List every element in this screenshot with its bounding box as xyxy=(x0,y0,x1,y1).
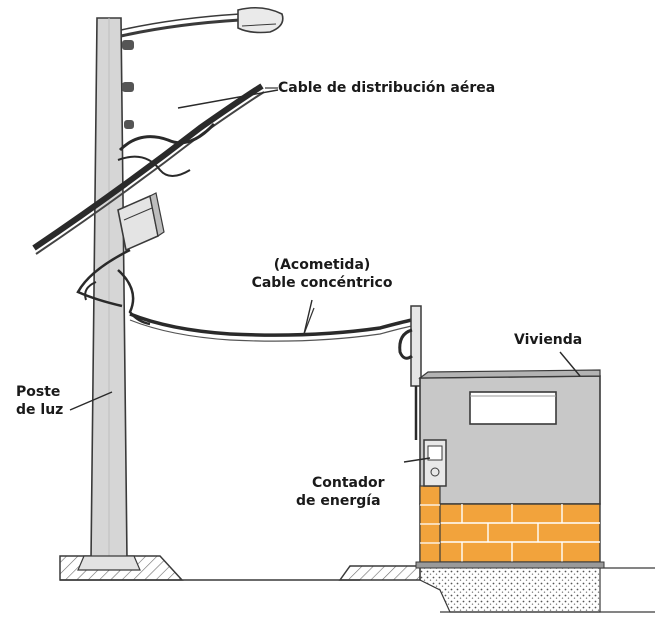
label-aerial-cable: Cable de distribución aérea xyxy=(278,80,496,96)
label-concentric-cable: Cable concéntrico xyxy=(251,275,393,291)
aerial-distribution-cable xyxy=(32,83,278,255)
cable-wrap xyxy=(76,248,151,326)
label-meter: Contador de energía xyxy=(296,474,385,510)
ground xyxy=(59,555,655,613)
label-house: Vivienda xyxy=(514,332,583,348)
label-pole-line2: de luz xyxy=(16,402,64,418)
label-service-line: (Acometida) Cable concéntrico xyxy=(232,256,412,292)
leader-lines xyxy=(69,89,581,463)
label-meter-line1: Contador xyxy=(312,475,385,491)
house xyxy=(415,369,605,569)
street-lamp xyxy=(120,6,284,38)
concentric-cable xyxy=(129,307,413,342)
label-meter-line2: de energía xyxy=(296,493,381,509)
brick-wall xyxy=(419,503,601,563)
label-pole-line1: Poste xyxy=(16,384,61,400)
label-acometida: (Acometida) xyxy=(273,257,371,273)
junction-box xyxy=(117,192,165,252)
energy-meter xyxy=(423,439,447,487)
utility-pole xyxy=(77,17,141,571)
service-mast xyxy=(398,305,422,440)
label-pole: Poste de luz xyxy=(16,383,63,419)
